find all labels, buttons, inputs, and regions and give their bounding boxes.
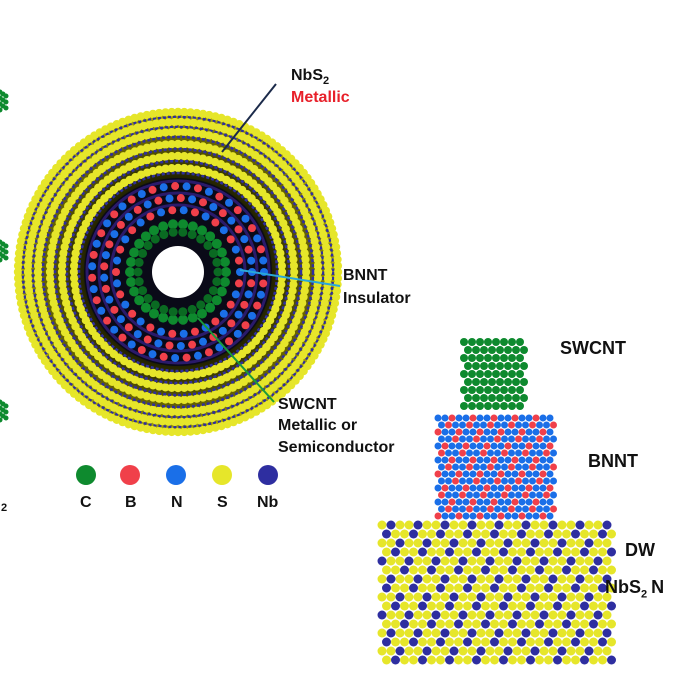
legend-swatch-s — [212, 465, 232, 485]
legend-label-nb: Nb — [257, 494, 279, 511]
bnnt-property-label: Insulator — [343, 290, 411, 307]
leader-lines — [197, 83, 341, 403]
swcnt-property-line1: Metallic or — [278, 417, 358, 434]
legend-label-c: C — [80, 494, 92, 511]
cross-section-view — [13, 107, 343, 437]
side-view-tube — [377, 338, 616, 665]
legend-label-b: B — [125, 494, 137, 511]
side-bnnt-label: BNNT — [588, 451, 638, 471]
swcnt-leader-line — [197, 317, 275, 403]
nbs2-leader-line — [221, 83, 277, 153]
bnnt-ring-label: BNNT — [343, 267, 388, 284]
nbs2-property-label: Metallic — [291, 89, 350, 106]
legend-swatches — [76, 465, 278, 485]
legend-label-s: S — [217, 494, 228, 511]
nbs2-ring-label: NbS2 — [291, 67, 330, 88]
swcnt-property-line2: Semiconductor — [278, 439, 395, 456]
left-edge-fragments — [0, 89, 9, 423]
legend-swatch-b — [120, 465, 140, 485]
left-edge-fragment: 2 — [1, 502, 8, 514]
legend-swatch-n — [166, 465, 186, 485]
legend-swatch-c — [76, 465, 96, 485]
swcnt-ring-label: SWCNT — [278, 396, 337, 413]
side-swcnt-label: SWCNT — [560, 338, 626, 358]
legend-swatch-nb — [258, 465, 278, 485]
side-dw-label: DW — [625, 540, 655, 560]
bnnt-leader-line — [239, 269, 341, 287]
legend-label-n: N — [171, 494, 183, 511]
